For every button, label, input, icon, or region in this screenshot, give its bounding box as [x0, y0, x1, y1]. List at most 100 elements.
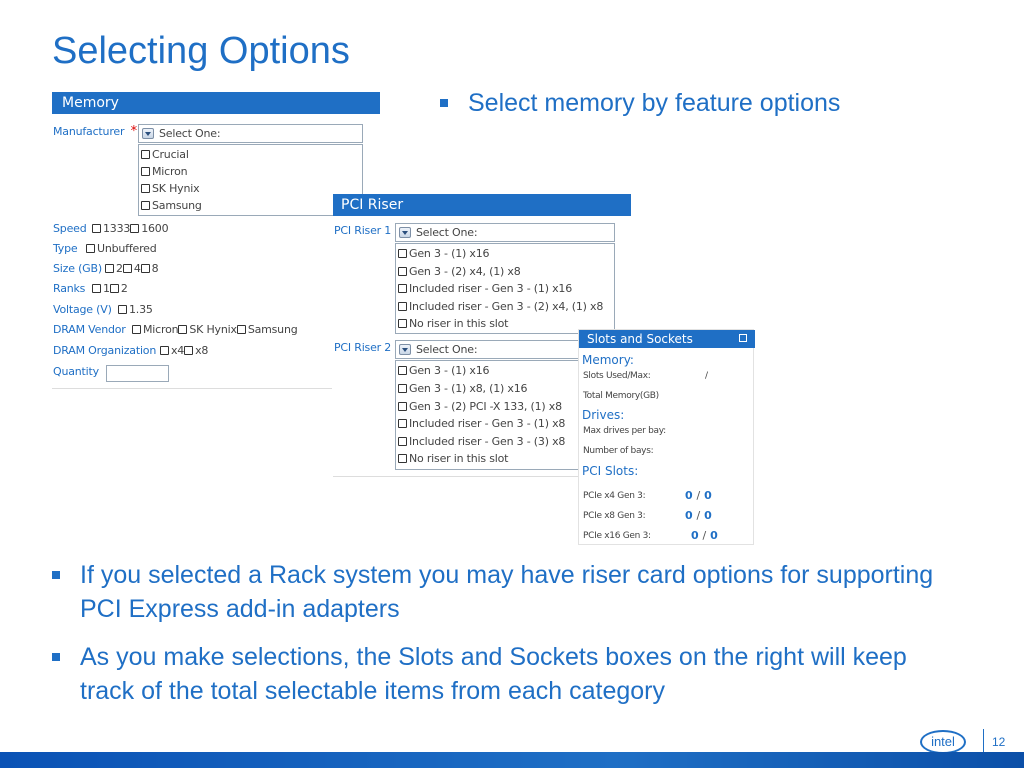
checkbox[interactable]	[398, 419, 407, 428]
riser2-option[interactable]: Included riser - Gen 3 - (3) x8	[398, 435, 565, 448]
slots-used-value: /	[705, 371, 708, 381]
vendor-checkbox-samsung[interactable]	[236, 325, 246, 334]
bullet-feature-options: Select memory by feature options	[440, 86, 960, 120]
riser2-option[interactable]: Gen 3 - (1) x16	[398, 364, 490, 377]
pci-panel-divider	[333, 476, 578, 477]
pci-x16-label: PCIe x16 Gen 3:	[583, 531, 651, 541]
quantity-input[interactable]	[106, 365, 169, 382]
pci-riser-2-select[interactable]: Select One:	[395, 340, 615, 359]
pci-riser-1-list: Gen 3 - (1) x16 Gen 3 - (2) x4, (1) x8 I…	[395, 243, 615, 334]
num-bays-label: Number of bays:	[583, 446, 654, 456]
pci-x8-label: PCIe x8 Gen 3:	[583, 511, 646, 521]
speed-checkbox-1600[interactable]	[130, 224, 140, 233]
bullet-text: If you selected a Rack system you may ha…	[80, 561, 934, 623]
checkbox[interactable]	[141, 201, 150, 210]
riser1-option[interactable]: Included riser - Gen 3 - (1) x16	[398, 282, 572, 295]
checkbox[interactable]	[141, 184, 150, 193]
checkbox[interactable]	[141, 150, 150, 159]
manufacturer-option-samsung[interactable]: Samsung	[141, 199, 202, 212]
chevron-down-icon	[399, 344, 411, 355]
size-checkbox-2[interactable]	[105, 264, 114, 273]
total-memory-label: Total Memory(GB)	[583, 391, 659, 401]
org-checkbox-x4[interactable]	[160, 346, 169, 355]
footer-separator	[983, 729, 984, 753]
page-number: 12	[992, 735, 1006, 749]
slots-pci-heading: PCI Slots:	[582, 464, 639, 478]
manufacturer-option-sk-hynix[interactable]: SK Hynix	[141, 182, 200, 195]
manufacturer-list: Crucial Micron SK Hynix Samsung	[138, 144, 363, 216]
bullet-text: As you make selections, the Slots and So…	[80, 643, 907, 705]
pci-x16-value: 0 / 0	[691, 529, 718, 542]
riser1-option[interactable]: Gen 3 - (2) x4, (1) x8	[398, 265, 521, 278]
pci-x4-value: 0 / 0	[685, 489, 712, 502]
size-label: Size (GB)	[53, 262, 102, 275]
quantity-label: Quantity	[53, 365, 99, 378]
slide-title: Selecting Options	[52, 30, 350, 72]
riser1-option[interactable]: Included riser - Gen 3 - (2) x4, (1) x8	[398, 300, 603, 313]
voltage-checkbox-1.35[interactable]	[118, 305, 127, 314]
ranks-checkbox-1[interactable]	[92, 284, 101, 293]
riser2-option[interactable]: Gen 3 - (2) PCI -X 133, (1) x8	[398, 400, 562, 413]
checkbox[interactable]	[398, 402, 407, 411]
type-checkbox-unbuffered[interactable]	[86, 244, 95, 253]
riser2-option[interactable]: Included riser - Gen 3 - (1) x8	[398, 417, 565, 430]
slots-and-sockets-panel: Slots and Sockets Memory: Slots Used/Max…	[578, 329, 755, 545]
bullet-marker	[52, 653, 60, 661]
slots-used-label: Slots Used/Max:	[583, 371, 651, 381]
size-checkbox-8[interactable]	[140, 264, 150, 273]
required-mark: *	[130, 124, 138, 139]
slots-panel-header: Slots and Sockets	[579, 330, 755, 348]
slots-panel-title: Slots and Sockets	[587, 332, 693, 346]
checkbox[interactable]	[398, 284, 407, 293]
pci-riser-panel-header: PCI Riser	[333, 194, 631, 216]
checkbox[interactable]	[398, 319, 407, 328]
riser1-option[interactable]: No riser in this slot	[398, 317, 508, 330]
checkbox[interactable]	[398, 302, 407, 311]
voltage-options: 1.35	[118, 303, 153, 316]
checkbox[interactable]	[141, 167, 150, 176]
checkbox[interactable]	[398, 437, 407, 446]
riser2-option[interactable]: No riser in this slot	[398, 452, 508, 465]
slots-memory-heading: Memory:	[582, 353, 634, 367]
manufacturer-option-crucial[interactable]: Crucial	[141, 148, 189, 161]
dram-organization-label: DRAM Organization	[53, 344, 157, 357]
size-checkbox-4[interactable]	[122, 264, 132, 273]
minimize-icon[interactable]	[739, 334, 747, 342]
riser1-option[interactable]: Gen 3 - (1) x16	[398, 247, 490, 260]
chevron-down-icon	[142, 128, 154, 139]
checkbox[interactable]	[398, 249, 407, 258]
checkbox[interactable]	[398, 366, 407, 375]
manufacturer-select[interactable]: Select One:	[138, 124, 363, 143]
speed-checkbox-1333[interactable]	[92, 224, 101, 233]
checkbox[interactable]	[398, 454, 407, 463]
riser2-option[interactable]: Gen 3 - (1) x8, (1) x16	[398, 382, 527, 395]
speed-label: Speed	[53, 222, 87, 235]
vendor-checkbox-micron[interactable]	[132, 325, 141, 334]
pci-riser-1-label: PCI Riser 1	[334, 224, 392, 237]
bullet-slots-tracking: As you make selections, the Slots and So…	[52, 640, 952, 708]
bullet-riser-options: If you selected a Rack system you may ha…	[52, 558, 972, 626]
pci-riser-1-select[interactable]: Select One:	[395, 223, 615, 242]
checkbox[interactable]	[398, 267, 407, 276]
type-label: Type	[53, 242, 78, 255]
dram-vendor-label: DRAM Vendor	[53, 323, 126, 336]
pci-riser-2-label: PCI Riser 2	[334, 341, 392, 354]
memory-panel-divider	[52, 388, 332, 389]
manufacturer-label: Manufacturer *	[53, 124, 137, 139]
type-options: Unbuffered	[86, 242, 157, 255]
pci-x4-label: PCIe x4 Gen 3:	[583, 491, 646, 501]
org-checkbox-x8[interactable]	[184, 346, 194, 355]
max-drives-label: Max drives per bay:	[583, 426, 666, 436]
vendor-checkbox-sk-hynix[interactable]	[178, 325, 188, 334]
ranks-checkbox-2[interactable]	[109, 284, 119, 293]
manufacturer-option-micron[interactable]: Micron	[141, 165, 188, 178]
memory-panel-title: Memory	[62, 95, 119, 111]
checkbox[interactable]	[398, 384, 407, 393]
bullet-text: Select memory by feature options	[468, 89, 841, 117]
intel-logo: intel	[920, 730, 966, 754]
